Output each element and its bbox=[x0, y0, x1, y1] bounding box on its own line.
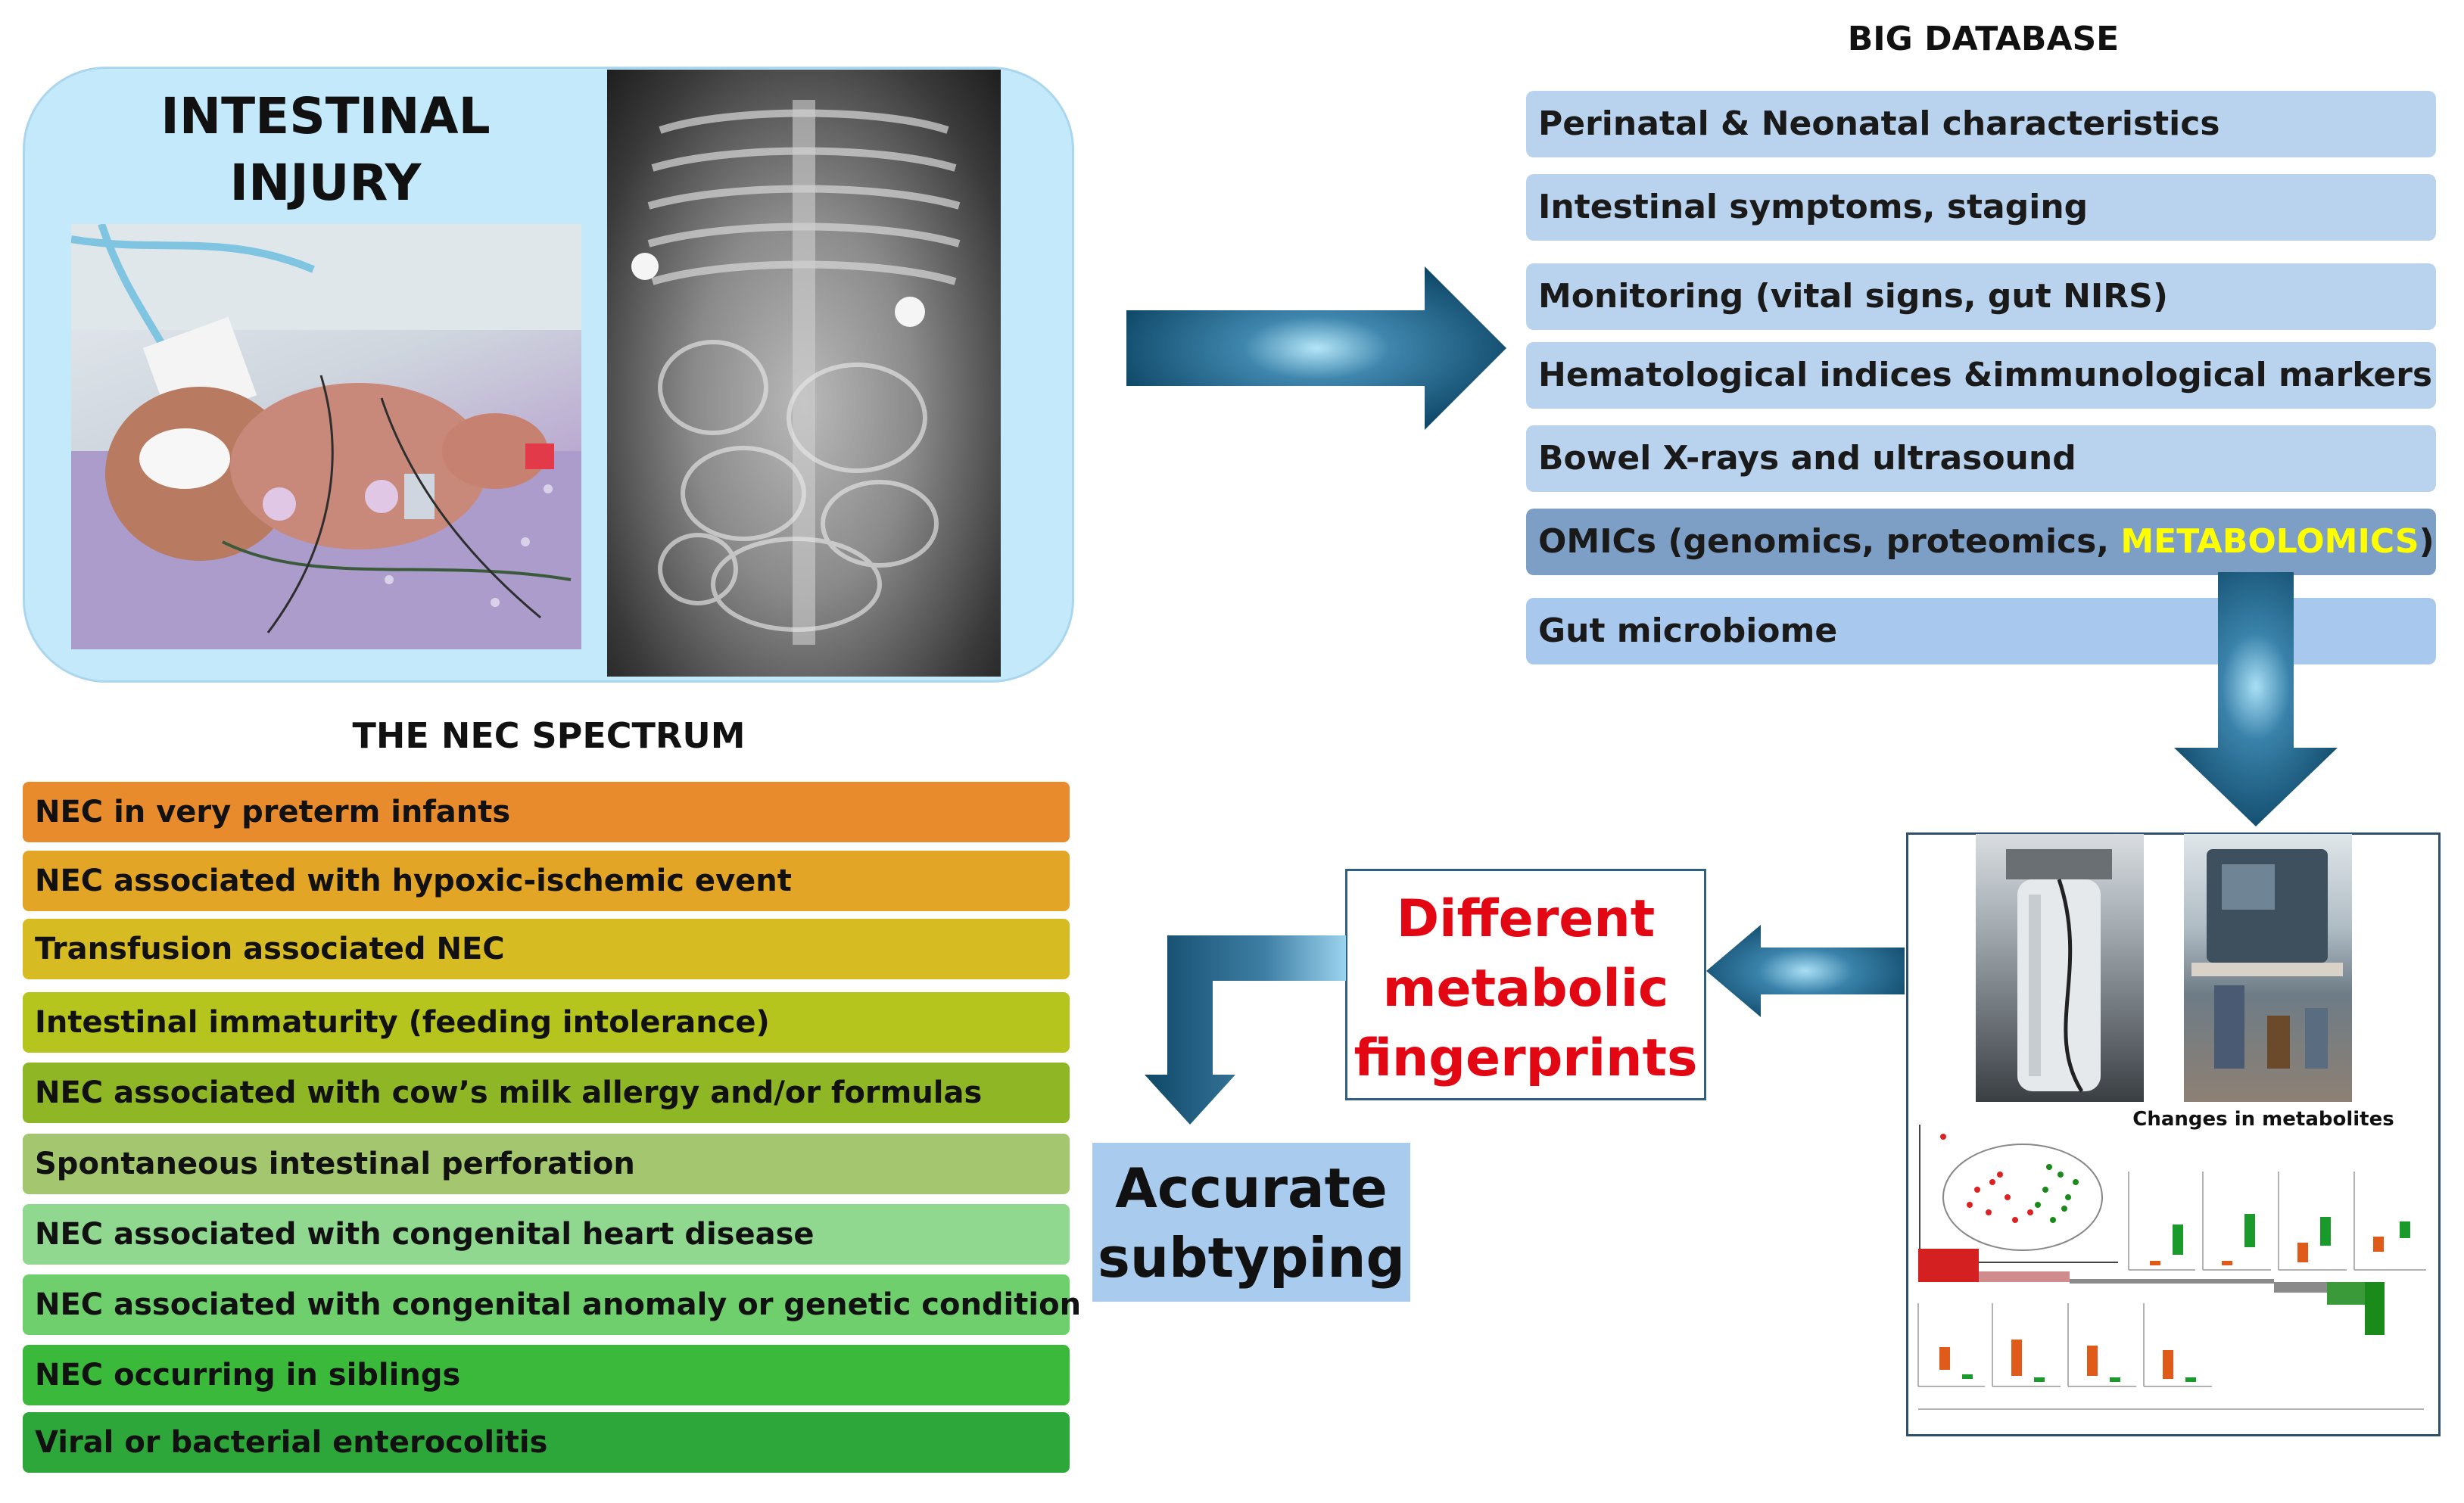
nec-spectrum-item: NEC associated with hypoxic-ischemic eve… bbox=[23, 851, 1070, 911]
database-item-hematological: Hematological indices &immunological mar… bbox=[1526, 342, 2436, 409]
fingerprints-line1: Different bbox=[1396, 889, 1656, 949]
database-item-intestinal-symptoms: Intestinal symptoms, staging bbox=[1526, 174, 2436, 241]
subtyping-line1: Accurate bbox=[1115, 1156, 1388, 1220]
nec-spectrum-item: NEC associated with congenital heart dis… bbox=[23, 1204, 1070, 1265]
changes-in-metabolites-label: Changes in metabolites bbox=[2132, 1108, 2394, 1131]
big-database-title: BIG DATABASE bbox=[1847, 20, 2120, 58]
pca-score-plot bbox=[1917, 1122, 2121, 1268]
database-item-bowel-imaging: Bowel X-rays and ultrasound bbox=[1526, 425, 2436, 492]
subtyping-line2: subtyping bbox=[1097, 1226, 1406, 1290]
box-plots-top-row bbox=[2127, 1164, 2430, 1281]
injury-title-line2: INJURY bbox=[229, 154, 422, 212]
metabolomics-highlight: METABOLOMICS bbox=[2120, 522, 2419, 561]
intestinal-injury-title: INTESTINAL INJURY bbox=[98, 83, 553, 216]
down-arrow-to-metabolomics bbox=[2174, 572, 2338, 826]
nec-spectrum-item: Spontaneous intestinal perforation bbox=[23, 1134, 1070, 1194]
nec-spectrum-item: Intestinal immaturity (feeding intoleran… bbox=[23, 992, 1070, 1053]
elbow-arrow-to-subtyping bbox=[1145, 935, 1346, 1125]
left-arrow-to-fingerprints bbox=[1706, 925, 1905, 1017]
fold-change-waterfall-plot bbox=[1918, 1249, 2388, 1343]
fingerprints-line3: fingerprints bbox=[1353, 1028, 1698, 1088]
preterm-infant-photo bbox=[71, 224, 581, 649]
nec-spectrum-item: NEC associated with cow’s milk allergy a… bbox=[23, 1063, 1070, 1123]
accurate-subtyping-box: Accurate subtyping bbox=[1092, 1143, 1410, 1302]
omics-label: OMICs (genomics, proteomics, bbox=[1538, 522, 2121, 561]
database-item-omics: OMICs (genomics, proteomics, METABOLOMIC… bbox=[1526, 509, 2436, 575]
nec-spectrum-item: NEC occurring in siblings bbox=[23, 1345, 1070, 1405]
nec-spectrum-title: THE NEC SPECTRUM bbox=[352, 715, 746, 756]
different-metabolic-fingerprints-box: Different metabolic fingerprints bbox=[1345, 869, 1706, 1100]
mass-spectrometer-photo bbox=[2184, 834, 2352, 1102]
omics-closing-paren: ) bbox=[2419, 522, 2434, 561]
box-plots-bottom-row bbox=[1917, 1296, 2431, 1432]
database-item-monitoring: Monitoring (vital signs, gut NIRS) bbox=[1526, 263, 2436, 330]
nec-spectrum-item: Viral or bacterial enterocolitis bbox=[23, 1412, 1070, 1473]
nmr-spectrometer-photo bbox=[1976, 834, 2144, 1102]
nec-spectrum-item: Transfusion associated NEC bbox=[23, 919, 1070, 979]
fingerprints-line2: metabolic bbox=[1382, 959, 1669, 1019]
injury-title-line1: INTESTINAL bbox=[160, 87, 491, 145]
nec-spectrum-item: NEC associated with congenital anomaly o… bbox=[23, 1274, 1081, 1335]
abdominal-xray-image bbox=[607, 70, 1001, 677]
right-arrow-to-database bbox=[1126, 266, 1506, 430]
database-item-perinatal: Perinatal & Neonatal characteristics bbox=[1526, 91, 2436, 157]
nec-spectrum-item: NEC in very preterm infants bbox=[23, 782, 1070, 842]
